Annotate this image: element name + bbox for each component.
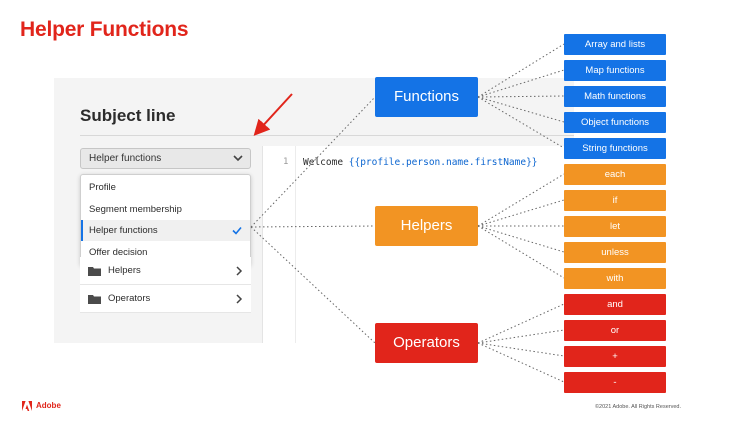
connector [477,342,565,357]
operator-item: + [564,346,666,367]
code-gutter [274,146,296,343]
category-dropdown: Profile Segment membership Helper functi… [80,174,251,266]
option-label: Offer decision [89,247,148,258]
folder-icon [88,295,101,304]
folder-icon [88,267,101,276]
connector [477,342,565,383]
code-text: Welcome [303,157,349,168]
operator-item: - [564,372,666,393]
function-item: Object functions [564,112,666,133]
dropdown-option-helper-functions[interactable]: Helper functions [81,220,250,241]
function-item: Math functions [564,86,666,107]
operator-item: or [564,320,666,341]
chevron-right-icon [236,294,243,304]
function-item: Map functions [564,60,666,81]
copyright-notice: ©2021 Adobe. All Rights Reserved. [595,404,681,410]
helpers-node: Helpers [375,206,478,246]
dropdown-option-segment-membership[interactable]: Segment membership [81,199,250,220]
option-label: Helper functions [89,225,158,236]
option-label: Profile [89,182,116,193]
option-label: Segment membership [89,204,182,215]
helper-item: each [564,164,666,185]
slide-title: Helper Functions [20,18,189,41]
checkmark-icon [232,226,242,235]
dropdown-option-offer-decision[interactable]: Offer decision [81,242,250,263]
list-item-label: Operators [108,293,151,304]
subject-line-heading: Subject line [80,106,176,125]
chevron-down-icon [233,155,243,162]
category-select[interactable]: Helper functions [80,148,251,169]
adobe-wordmark: Adobe [36,401,61,410]
adobe-logo-icon [22,401,32,411]
line-number: 1 [283,157,289,167]
helper-item: let [564,216,666,237]
list-item-operators[interactable]: Operators [80,285,251,313]
chevron-right-icon [236,266,243,276]
helper-item: with [564,268,666,289]
code-expression: {{profile.person.name.firstName}} [348,157,538,168]
helper-item: if [564,190,666,211]
select-value: Helper functions [89,153,162,164]
function-item: String functions [564,138,666,159]
operator-item: and [564,294,666,315]
code-line[interactable]: Welcome {{profile.person.name.firstName}… [303,157,538,168]
function-item: Array and lists [564,34,666,55]
list-item-label: Helpers [108,265,141,276]
functions-node: Functions [375,77,478,117]
helper-item: unless [564,242,666,263]
dropdown-option-profile[interactable]: Profile [81,177,250,198]
list-item-helpers[interactable]: Helpers [80,257,251,285]
panel-divider [80,135,574,136]
operators-node: Operators [375,323,478,363]
